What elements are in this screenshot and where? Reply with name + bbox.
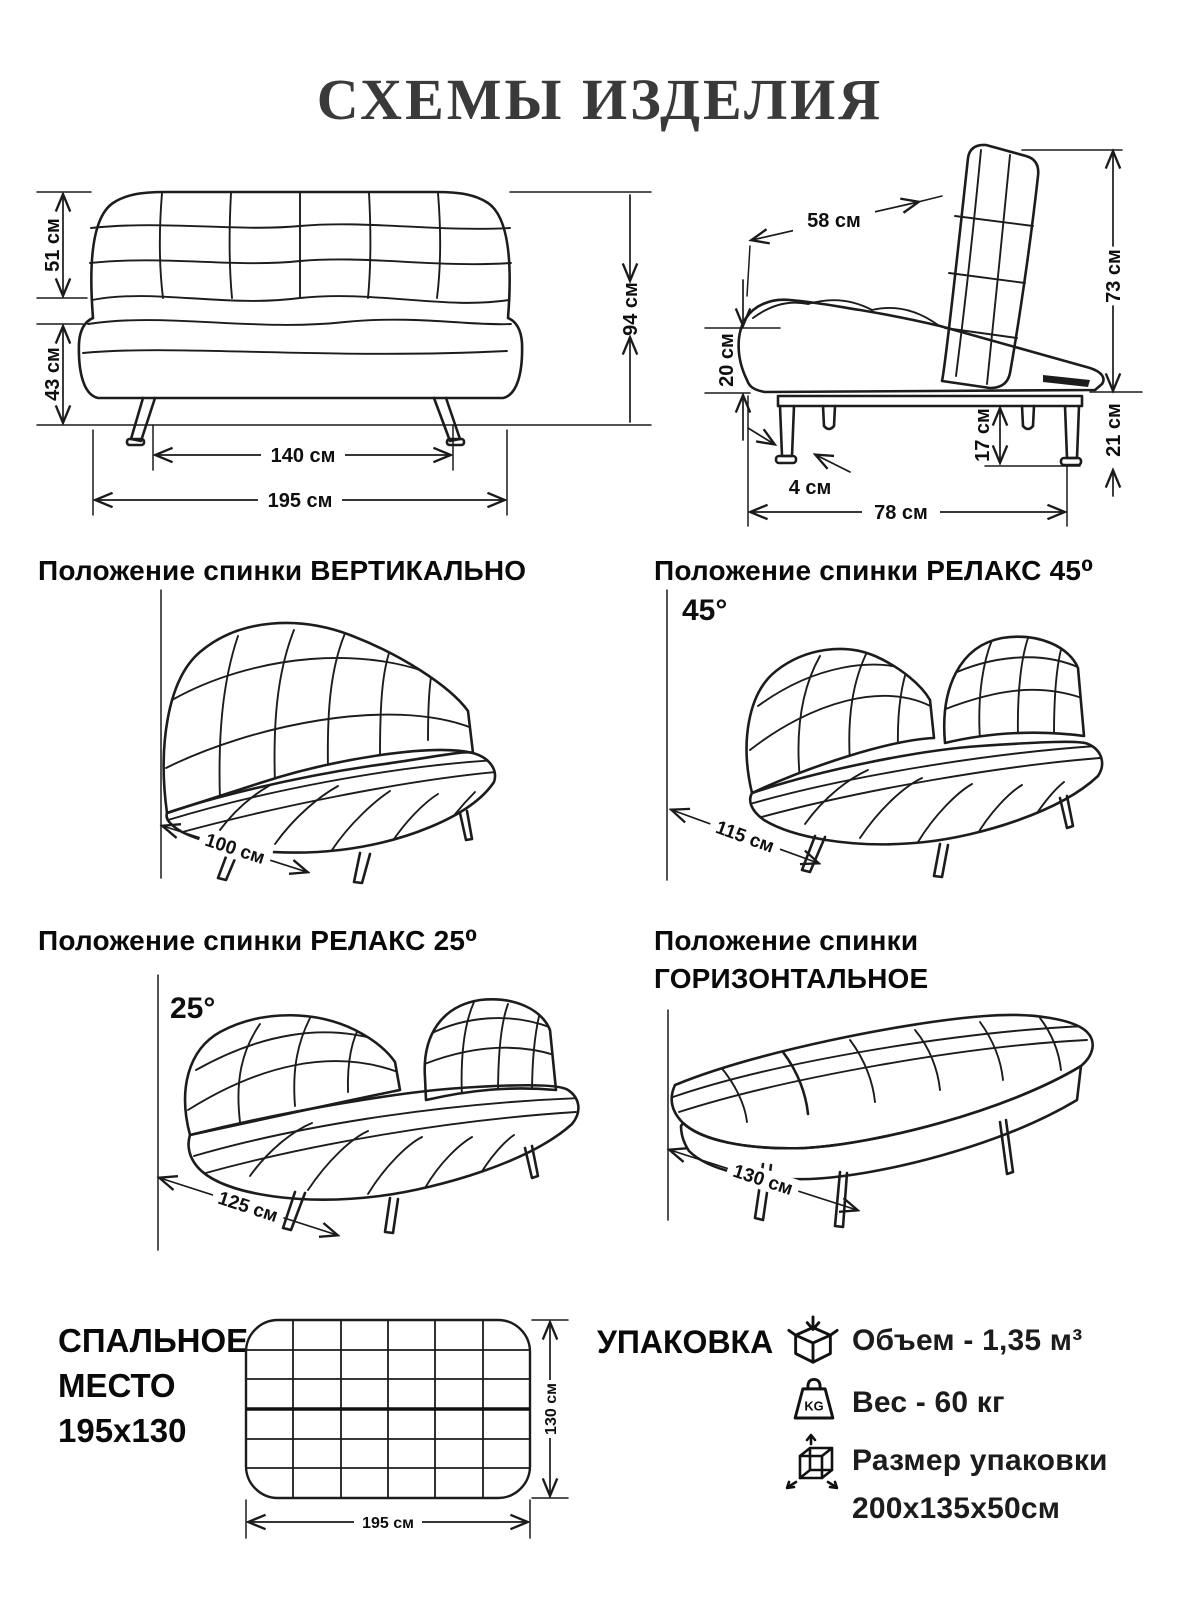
seat-tufting-grid bbox=[193, 1097, 579, 1195]
dim-label-total-width: 195 см bbox=[268, 490, 333, 512]
side-sofa-drawing bbox=[737, 143, 1105, 467]
upright-back-outline bbox=[942, 635, 1086, 745]
heading-position-relax25: Положение спинки РЕЛАКС 25⁰ bbox=[38, 925, 478, 956]
dim-label-base-clearance: 21 см bbox=[1103, 403, 1125, 457]
horizontal-sofa-drawing bbox=[670, 1013, 1094, 1229]
seat-tufting-grid bbox=[750, 745, 1101, 843]
dim-total-depth: 78 см bbox=[751, 500, 1064, 524]
dim-label-depth-relax25: 125 см bbox=[215, 1188, 280, 1227]
dim-label-seat-depth: 58 см bbox=[807, 210, 861, 232]
dim-label-mattress-width: 195 см bbox=[362, 1515, 414, 1532]
relax45-sofa-drawing bbox=[745, 635, 1104, 879]
sleeping-area-label-line1: СПАЛЬНОЕ bbox=[58, 1322, 249, 1359]
seat-cushion-lines bbox=[82, 295, 512, 355]
dim-mattress-width: 195 см bbox=[249, 1511, 527, 1533]
side-reference-lines bbox=[704, 149, 1143, 527]
mattress-grid bbox=[244, 1318, 532, 1500]
packaging-weight-text: Вес - 60 кг bbox=[852, 1386, 1005, 1419]
dim-label-leg-span: 140 см bbox=[271, 445, 336, 467]
upright-back-grid bbox=[424, 1001, 556, 1099]
position-relax45-diagram: 45° bbox=[666, 589, 1104, 881]
page-title: СХЕМЫ ИЗДЕЛИЯ bbox=[316, 67, 884, 132]
heading-position-relax45: Положение спинки РЕЛАКС 45⁰ bbox=[654, 555, 1094, 586]
heading-position-vertical: Положение спинки ВЕРТИКАЛЬНО bbox=[38, 555, 527, 586]
dim-total-width: 195 см bbox=[96, 488, 504, 512]
dim-label-seat-height: 43 см bbox=[42, 347, 64, 401]
packaging-size-value: 200х135х50см bbox=[852, 1492, 1061, 1525]
dim-depth-vertical: 100 см bbox=[163, 826, 307, 872]
position-relax25-diagram: 25° bbox=[70, 974, 580, 1251]
position-vertical-diagram: 100 см bbox=[70, 589, 497, 885]
dim-label-back-length: 73 см bbox=[1103, 249, 1125, 303]
mattress-extension-lines bbox=[245, 1319, 569, 1539]
front-sofa-drawing bbox=[77, 190, 524, 447]
sleeping-area-label-line2: МЕСТО bbox=[58, 1367, 176, 1404]
heading-position-horizontal: Положение спинки ГОРИЗОНТАЛЬНОЕ bbox=[654, 925, 929, 994]
kg-badge-text: KG bbox=[804, 1398, 823, 1413]
dim-seat-thickness: 20 см bbox=[716, 279, 743, 441]
reclined-back-outline bbox=[183, 1013, 402, 1137]
dim-depth-horizontal: 130 см bbox=[670, 1150, 857, 1210]
sleeping-area-label: СПАЛЬНОЕ МЕСТО 195х130 bbox=[58, 1318, 248, 1453]
side-base-frame bbox=[774, 394, 1084, 467]
sofa-legs bbox=[281, 1144, 540, 1235]
back-outline bbox=[162, 621, 475, 815]
package-size-icon bbox=[785, 1433, 839, 1490]
packaging-size-label: Размер упаковки bbox=[852, 1444, 1108, 1477]
dim-label-back-height: 51 см bbox=[42, 218, 64, 272]
packaging-title: УПАКОВКА bbox=[597, 1324, 774, 1360]
dim-label-total-depth: 78 см bbox=[874, 502, 928, 524]
position-horizontal-diagram: 130 см bbox=[635, 1009, 1094, 1229]
weight-icon: KG bbox=[793, 1377, 835, 1420]
dim-leg-width: 4 см bbox=[747, 427, 851, 499]
dim-label-mattress-depth: 130 см bbox=[543, 1383, 560, 1435]
dim-total-height: 94 см bbox=[619, 194, 642, 423]
mattress-top-outline bbox=[670, 1013, 1094, 1150]
dim-seat-depth: 58 см bbox=[752, 202, 918, 240]
sofa-legs bbox=[800, 794, 1075, 879]
dim-leg-height: 17 см bbox=[972, 408, 1000, 462]
dim-back-length: 73 см bbox=[1102, 152, 1125, 390]
sleeping-area-diagram: 130 см 195 см bbox=[244, 1318, 569, 1539]
packaging-volume-text: Объем - 1,35 м³ bbox=[852, 1324, 1083, 1357]
sofa-body-outline bbox=[77, 190, 524, 400]
side-back-tufting bbox=[944, 149, 1034, 385]
sofa-legs bbox=[125, 396, 466, 447]
side-back-outline bbox=[940, 143, 1040, 390]
dim-seat-height: 43 см bbox=[42, 327, 64, 422]
reclined-back-outline bbox=[745, 647, 936, 795]
angle-label-45: 45° bbox=[682, 594, 727, 627]
volume-box-icon bbox=[787, 1315, 839, 1364]
front-view-diagram: 51 см 43 см 94 см 140 см 195 см bbox=[36, 190, 652, 516]
sleeping-area-label-line3: 195х130 bbox=[58, 1412, 187, 1449]
dim-base-clearance: 21 см bbox=[1103, 403, 1125, 497]
dim-label-seat-thickness: 20 см bbox=[716, 333, 738, 387]
dim-label-leg-height: 17 см bbox=[972, 408, 994, 462]
hinge-bracket bbox=[1043, 375, 1090, 387]
dim-leg-span: 140 см bbox=[156, 443, 450, 467]
dim-mattress-depth: 130 см bbox=[539, 1323, 561, 1495]
dim-label-leg-width: 4 см bbox=[789, 477, 832, 499]
relax25-sofa-drawing bbox=[183, 998, 580, 1235]
side-view-diagram: 58 см 73 см 20 см 17 см 21 см 4 см 78 см bbox=[704, 143, 1143, 527]
dim-label-depth-vertical: 100 см bbox=[202, 830, 267, 869]
back-tufting-grid bbox=[89, 192, 512, 299]
upright-back-outline bbox=[423, 998, 558, 1102]
dim-back-height: 51 см bbox=[42, 195, 64, 295]
dim-depth-relax45: 115 см bbox=[672, 810, 818, 863]
angle-label-25: 25° bbox=[170, 992, 215, 1025]
side-seat-bumps bbox=[752, 299, 939, 326]
upright-back-grid bbox=[944, 637, 1083, 741]
dim-label-total-height: 94 см bbox=[620, 282, 642, 336]
mattress-tufting-grid bbox=[672, 1017, 1088, 1123]
